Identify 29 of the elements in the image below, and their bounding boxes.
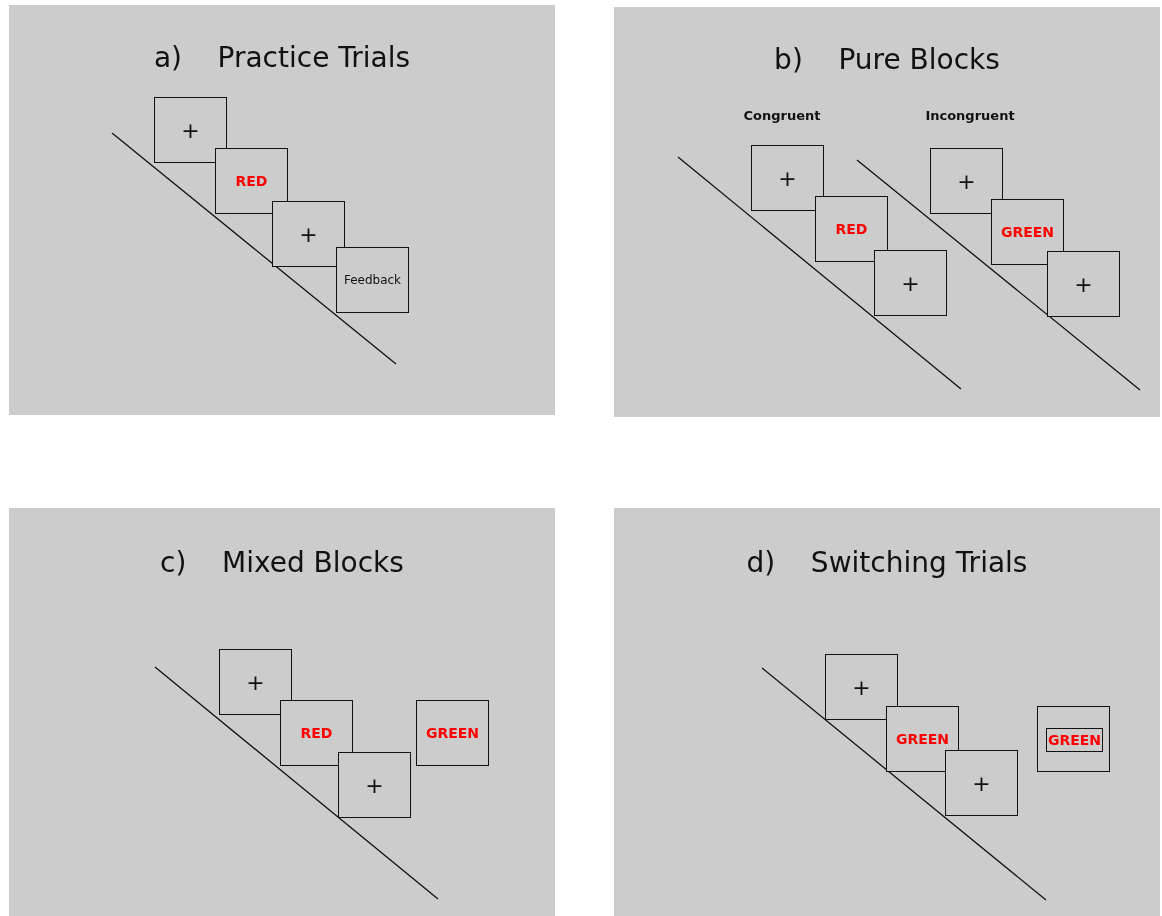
stimulus-screen: + [930, 148, 1003, 214]
stimulus-screen [1037, 706, 1110, 772]
panel-background [614, 508, 1160, 916]
condition-label: Incongruent [925, 108, 1015, 123]
panel-background [9, 508, 555, 916]
stimulus-screen: GREEN [416, 700, 489, 766]
stimulus-screen: GREEN [991, 199, 1064, 265]
stimulus-screen: + [751, 145, 824, 211]
panel-title: b) Pure Blocks [774, 43, 1000, 76]
condition-label: Congruent [743, 108, 821, 123]
panel-title: a) Practice Trials [153, 41, 411, 74]
stimulus-screen: + [154, 97, 227, 163]
panel-background [9, 5, 555, 415]
stimulus-screen: RED [280, 700, 353, 766]
stimulus-screen: + [219, 649, 292, 715]
stimulus-screen: + [1047, 251, 1120, 317]
stimulus-screen: + [945, 750, 1018, 816]
stimulus-screen: + [272, 201, 345, 267]
stimulus-screen: + [338, 752, 411, 818]
word-frame: GREEN [1046, 728, 1103, 752]
panel-title: c) Mixed Blocks [160, 546, 404, 579]
stimulus-screen: + [874, 250, 947, 316]
stimulus-screen: + [825, 654, 898, 720]
stimulus-screen: GREEN [886, 706, 959, 772]
panel-title: d) Switching Trials [746, 546, 1028, 579]
panel-background [614, 7, 1160, 417]
stimulus-screen: Feedback [336, 247, 409, 313]
stimulus-screen: RED [215, 148, 288, 214]
stimulus-screen: RED [815, 196, 888, 262]
